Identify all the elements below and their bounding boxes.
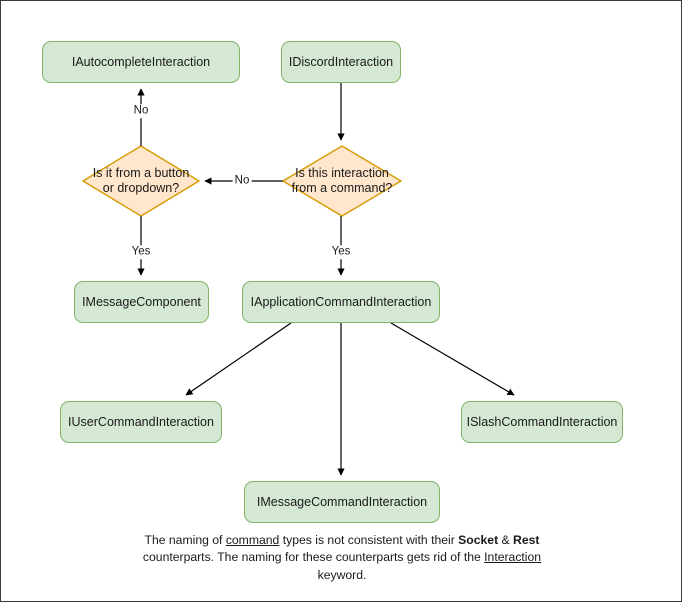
node-question-is-this-interaction-from-a-command[interactable]: Is this interaction from a command?	[283, 146, 401, 216]
node-imessagecomponent[interactable]: IMessageComponent	[74, 281, 209, 323]
node-iusercommandinteraction[interactable]: IUserCommandInteraction	[60, 401, 222, 443]
caption-underline-interaction: Interaction	[484, 550, 542, 565]
edge-appcommand-to-slashcommand	[390, 322, 515, 396]
caption-amp: &	[498, 533, 514, 547]
node-label: IApplicationCommandInteraction	[250, 294, 432, 309]
node-label: IDiscordInteraction	[288, 54, 394, 69]
node-iautocompleteinteraction[interactable]: IAutocompleteInteraction	[42, 41, 240, 83]
caption-text-5: keyword.	[317, 567, 367, 582]
node-label: IMessageComponent	[82, 294, 201, 309]
node-imessagecommandinteraction[interactable]: IMessageCommandInteraction	[244, 481, 440, 523]
caption-text-2: types is not consistent with their	[279, 533, 455, 547]
node-label: Is it from a button or dropdown?	[92, 166, 190, 195]
caption-text-4: counterparts gets rid of the	[335, 550, 485, 565]
node-label: ISlashCommandInteraction	[466, 414, 618, 429]
node-label: IUserCommandInteraction	[68, 414, 214, 429]
edge-label-yes-appcommand: Yes	[329, 245, 353, 259]
caption-text-3: counterparts. The naming for these	[142, 550, 333, 565]
caption-bold-socket: Socket	[458, 533, 499, 547]
node-question-is-it-from-a-button-or-dropdown[interactable]: Is it from a button or dropdown?	[83, 146, 199, 216]
node-label: IMessageCommandInteraction	[256, 494, 428, 509]
diagram-caption: The naming of command types is not consi…	[121, 532, 563, 584]
edge-appcommand-to-usercommand	[185, 322, 292, 396]
node-islashcommandinteraction[interactable]: ISlashCommandInteraction	[461, 401, 623, 443]
node-label: IAutocompleteInteraction	[71, 54, 211, 69]
edge-label-yes-messagecomponent: Yes	[129, 245, 153, 259]
node-idiscordinteraction[interactable]: IDiscordInteraction	[281, 41, 401, 83]
node-label: Is this interaction from a command?	[291, 166, 393, 195]
caption-text-1: The naming of	[144, 533, 226, 547]
caption-underline-command: command	[225, 533, 280, 547]
caption-bold-rest: Rest	[513, 533, 540, 547]
edge-label-no-autocomplete: No	[131, 104, 151, 118]
node-iapplicationcommandinteraction[interactable]: IApplicationCommandInteraction	[242, 281, 440, 323]
edge-label-no-qcommand-qbutton: No	[232, 174, 252, 188]
